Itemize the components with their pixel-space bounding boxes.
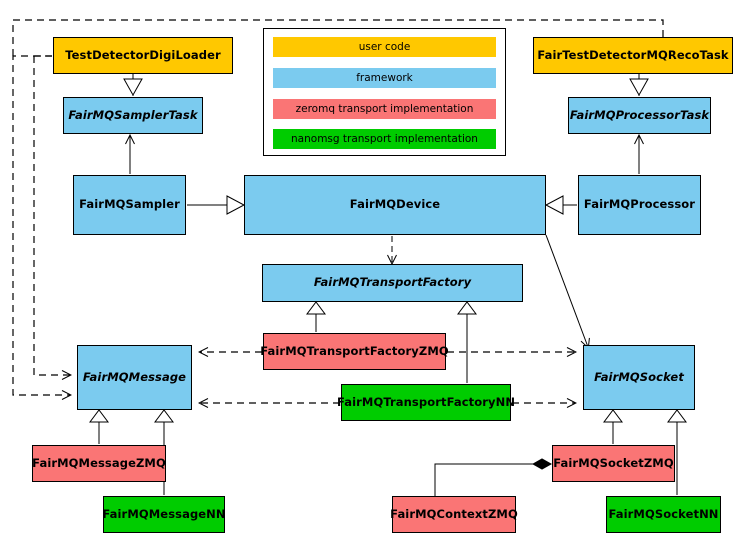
- node-fair-mq-socket-nn[interactable]: FairMQSocketNN: [606, 496, 721, 533]
- node-fair-mq-message[interactable]: FairMQMessage: [77, 345, 192, 410]
- legend-item-user-code: user code: [273, 37, 496, 57]
- node-fair-mq-context-zmq[interactable]: FairMQContextZMQ: [390, 496, 518, 533]
- node-fair-mq-processor[interactable]: FairMQProcessor: [578, 175, 701, 235]
- node-fair-mq-transport-factory-zmq[interactable]: FairMQTransportFactoryZMQ: [260, 333, 449, 370]
- legend-item-zeromq: zeromq transport implementation: [273, 99, 496, 119]
- node-fair-mq-transport-factory-nn[interactable]: FairMQTransportFactoryNN: [337, 384, 515, 421]
- edge-dependencies: [12, 19, 664, 403]
- node-test-detector-digi-loader[interactable]: TestDetectorDigiLoader: [53, 37, 233, 74]
- edge-associations: [434, 234, 588, 496]
- node-fair-mq-sampler[interactable]: FairMQSampler: [73, 175, 186, 235]
- legend-item-nanomsg: nanomsg transport implementation: [273, 129, 496, 149]
- node-fair-mq-transport-factory[interactable]: FairMQTransportFactory: [262, 264, 523, 302]
- edge-generalizations: [89, 74, 687, 495]
- legend-item-framework: framework: [273, 68, 496, 88]
- node-fair-test-detector-mq-reco-task[interactable]: FairTestDetectorMQRecoTask: [533, 37, 733, 74]
- node-fair-mq-processor-task[interactable]: FairMQProcessorTask: [568, 97, 711, 134]
- node-fair-mq-message-nn[interactable]: FairMQMessageNN: [102, 496, 226, 533]
- node-fair-mq-sampler-task[interactable]: FairMQSamplerTask: [63, 97, 203, 134]
- legend-panel: user code framework zeromq transport imp…: [263, 28, 506, 156]
- node-fair-mq-device[interactable]: FairMQDevice: [244, 175, 546, 235]
- node-fair-mq-message-zmq[interactable]: FairMQMessageZMQ: [32, 445, 166, 482]
- node-fair-mq-socket-zmq[interactable]: FairMQSocketZMQ: [552, 445, 675, 482]
- node-fair-mq-socket[interactable]: FairMQSocket: [583, 345, 695, 410]
